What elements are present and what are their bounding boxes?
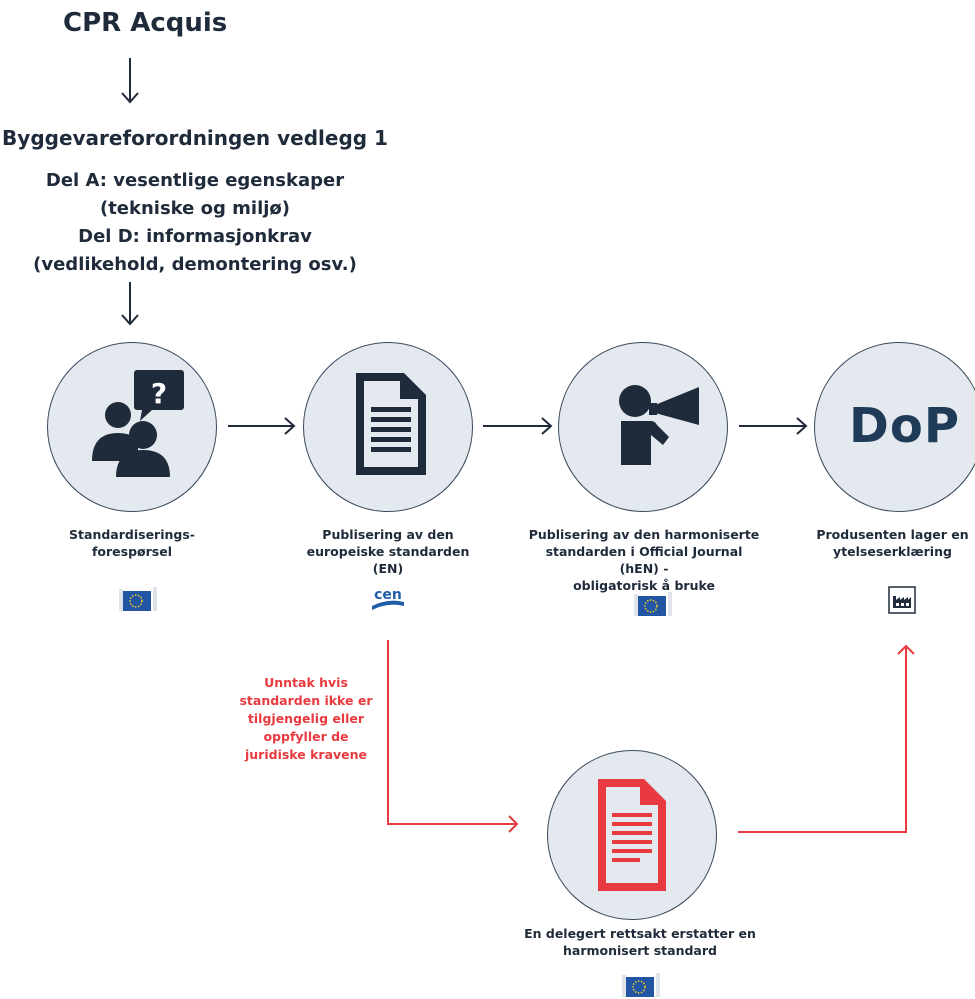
exception-note: Unntak hvis standarden ikke er tilgjenge… — [239, 675, 373, 762]
diagram-title: CPR Acquis — [63, 8, 228, 38]
part-d-line: Del D: informasjonkrav — [78, 226, 312, 247]
factory-icon — [888, 586, 916, 614]
dop-return-arrow — [738, 646, 907, 833]
megaphone-person-icon — [619, 385, 699, 465]
eu-flag-icon — [634, 592, 672, 616]
step-circle-hen — [558, 342, 728, 512]
step-circle-dop: DoP — [814, 342, 975, 512]
delegated-act-circle — [547, 750, 717, 920]
eu-flag-icon — [622, 973, 660, 997]
step-circle-request: ? — [47, 342, 217, 512]
step-label-request: Standardiserings- forespørsel — [69, 527, 195, 559]
document-icon — [356, 373, 426, 475]
regulation-heading: Byggevareforordningen vedlegg 1 — [2, 126, 388, 150]
eu-flag-icon — [119, 587, 157, 611]
part-a-line: Del A: vesentlige egenskaper — [45, 170, 345, 191]
step-label-hen: Publisering av den harmoniserte standard… — [528, 527, 760, 593]
step-label-en: Publisering av den europeiske standarden… — [306, 527, 470, 576]
down-arrow-2-head — [121, 314, 139, 326]
svg-text:?: ? — [151, 377, 167, 410]
down-arrow-1-head — [121, 92, 139, 104]
part-a-sub: (tekniske og miljø) — [99, 198, 291, 219]
part-d-sub: (vedlikehold, demontering osv.) — [33, 254, 357, 275]
exception-arrow — [387, 640, 517, 825]
red-document-icon — [598, 779, 666, 891]
dop-text: DoP — [849, 398, 960, 454]
step-circle-en — [303, 342, 473, 512]
delegated-act-label: En delegert rettsakt erstatter en harmon… — [524, 926, 756, 958]
people-question-icon: ? — [92, 370, 184, 477]
step-label-dop: Produsenten lager en ytelseserklæring — [816, 527, 969, 559]
svg-text:cen: cen — [374, 587, 402, 603]
cen-logo-icon: cen — [370, 584, 406, 612]
